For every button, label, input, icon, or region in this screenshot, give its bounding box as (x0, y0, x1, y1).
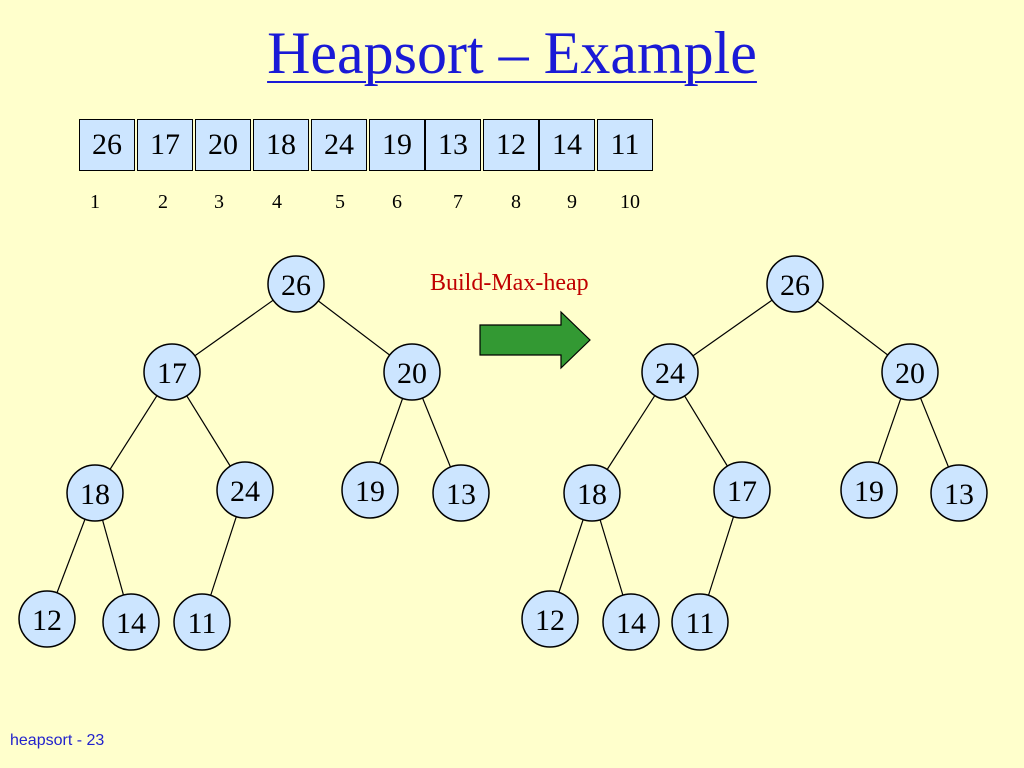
node-label: 11 (686, 607, 715, 640)
tree-node: 20 (881, 343, 939, 401)
array-cell: 14 (539, 119, 595, 171)
array-index: 10 (620, 191, 640, 213)
node-label: 18 (80, 478, 110, 511)
tree-node: 18 (563, 464, 621, 522)
array-cell: 26 (79, 119, 135, 171)
arrow-right-icon (479, 310, 591, 370)
array-index: 4 (272, 191, 282, 213)
array-cell: 13 (425, 119, 481, 171)
node-label: 14 (616, 607, 646, 640)
node-label: 19 (355, 475, 385, 508)
slide-title: Heapsort – Example (267, 20, 757, 86)
tree-node: 26 (766, 255, 824, 313)
slide-footer: heapsort - 23 (10, 732, 105, 749)
tree-node: 17 (713, 461, 771, 519)
array-cell: 18 (253, 119, 309, 171)
tree-node: 13 (930, 464, 988, 522)
array-cell: 11 (597, 119, 653, 171)
tree-node: 19 (341, 461, 399, 519)
tree-node: 11 (671, 593, 729, 651)
array-cell: 12 (483, 119, 539, 171)
node-label: 12 (535, 604, 565, 637)
tree-node: 26 (267, 255, 325, 313)
array-cell: 24 (311, 119, 367, 171)
node-label: 19 (854, 475, 884, 508)
tree-node: 12 (18, 590, 76, 648)
tree-node: 24 (641, 343, 699, 401)
array-index: 1 (90, 191, 100, 213)
node-label: 12 (32, 604, 62, 637)
array-cell: 19 (369, 119, 425, 171)
tree-node: 18 (66, 464, 124, 522)
node-label: 17 (727, 475, 757, 508)
array-index: 3 (214, 191, 224, 213)
node-label: 13 (944, 478, 974, 511)
tree-node: 12 (521, 590, 579, 648)
node-label: 24 (655, 357, 685, 390)
node-label: 26 (281, 269, 311, 302)
node-label: 14 (116, 607, 146, 640)
array-index: 9 (567, 191, 577, 213)
array-index: 2 (158, 191, 168, 213)
tree-node: 13 (432, 464, 490, 522)
tree-node: 24 (216, 461, 274, 519)
node-label: 20 (397, 357, 427, 390)
array-index: 6 (392, 191, 402, 213)
tree-before-nodes: 26 17 20 18 24 19 13 12 14 11 (18, 255, 490, 651)
build-max-heap-label: Build-Max-heap (430, 270, 589, 296)
tree-node: 20 (383, 343, 441, 401)
array-index: 5 (335, 191, 345, 213)
node-label: 24 (230, 475, 260, 508)
tree-node: 19 (840, 461, 898, 519)
node-label: 26 (780, 269, 810, 302)
tree-before-edges (46, 283, 462, 623)
tree-node: 14 (102, 593, 160, 651)
tree-node: 17 (143, 343, 201, 401)
tree-after-edges (549, 283, 960, 623)
node-label: 18 (577, 478, 607, 511)
node-label: 17 (157, 357, 187, 390)
array-cell: 20 (195, 119, 251, 171)
array-index: 8 (511, 191, 521, 213)
array-cell: 17 (137, 119, 193, 171)
node-label: 13 (446, 478, 476, 511)
tree-node: 11 (173, 593, 231, 651)
tree-node: 14 (602, 593, 660, 651)
array-index: 7 (453, 191, 463, 213)
node-label: 11 (188, 607, 217, 640)
node-label: 20 (895, 357, 925, 390)
tree-after-nodes: 26 24 20 18 17 19 13 12 14 11 (521, 255, 988, 651)
